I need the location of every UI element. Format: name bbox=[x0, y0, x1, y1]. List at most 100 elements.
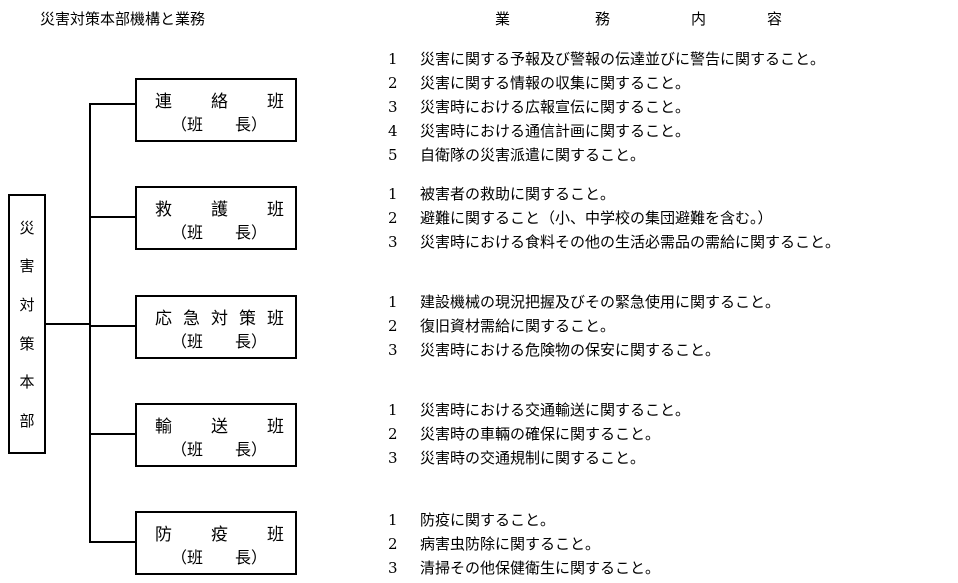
team-name-char: 防 bbox=[155, 525, 172, 545]
duty-item: 1 防疫に関すること。 bbox=[388, 508, 660, 532]
duty-number: 2 bbox=[388, 209, 398, 227]
header-char: 容 bbox=[767, 10, 783, 28]
duty-number: 1 bbox=[388, 185, 398, 203]
headquarters-char: 部 bbox=[19, 412, 35, 431]
team-name-char: 班 bbox=[267, 525, 284, 545]
team-chief-part: 長） bbox=[235, 332, 268, 351]
team-name-char: 対 bbox=[211, 309, 228, 329]
team-chief-part: （班 bbox=[171, 223, 204, 242]
duty-text: 災害時の交通規制に関すること。 bbox=[420, 449, 646, 467]
duty-item: 1 災害に関する予報及び警報の伝達並びに警告に関すること。 bbox=[388, 47, 825, 71]
duty-item: 3 災害時における広報宣伝に関すること。 bbox=[388, 95, 825, 119]
duty-text: 災害時における危険物の保安に関すること。 bbox=[420, 341, 721, 359]
header-char: 内 bbox=[691, 10, 707, 28]
duties-list-liaison: 1 災害に関する予報及び警報の伝達並びに警告に関すること。 2 災害に関する情報の収… bbox=[388, 47, 825, 167]
duty-text: 災害時における食料その他の生活必需品の需給に関すること。 bbox=[420, 233, 841, 251]
duty-item: 2 病害虫防除に関すること。 bbox=[388, 532, 660, 556]
team-name-char: 班 bbox=[267, 309, 284, 329]
duty-text: 建設機械の現況把握及びその緊急使用に関すること。 bbox=[420, 293, 781, 311]
team-name-char: 絡 bbox=[211, 92, 228, 112]
duty-text: 災害時における広報宣伝に関すること。 bbox=[420, 98, 691, 116]
duty-number: 1 bbox=[388, 401, 398, 419]
duty-text: 災害時の車輛の確保に関すること。 bbox=[420, 425, 661, 443]
team-box-epidemic-prevention: 防 疫 班 （班 長） bbox=[135, 511, 297, 575]
trunk-line bbox=[89, 103, 91, 542]
duty-number: 4 bbox=[388, 122, 398, 140]
duty-text: 復旧資材需給に関すること。 bbox=[420, 317, 616, 335]
duty-text: 防疫に関すること。 bbox=[420, 511, 556, 529]
header-char: 業 bbox=[495, 10, 511, 28]
duty-text: 被害者の救助に関すること。 bbox=[420, 185, 616, 203]
duty-item: 3 災害時における食料その他の生活必需品の需給に関すること。 bbox=[388, 230, 840, 254]
branch-line bbox=[89, 541, 135, 543]
duty-number: 3 bbox=[388, 233, 398, 251]
duty-number: 3 bbox=[388, 341, 398, 359]
team-chief-part: （班 bbox=[171, 548, 204, 567]
duty-text: 病害虫防除に関すること。 bbox=[420, 535, 601, 553]
duty-item: 1 建設機械の現況把握及びその緊急使用に関すること。 bbox=[388, 290, 780, 314]
duty-text: 災害時における交通輸送に関すること。 bbox=[420, 401, 691, 419]
team-box-emergency: 応 急 対 策 班 （班 長） bbox=[135, 295, 297, 359]
team-chief-part: 長） bbox=[235, 223, 268, 242]
team-name-char: 急 bbox=[183, 309, 200, 329]
team-name-char: 救 bbox=[155, 200, 172, 220]
team-chief-part: （班 bbox=[171, 115, 204, 134]
team-chief-part: 長） bbox=[235, 440, 268, 459]
team-box-transport: 輸 送 班 （班 長） bbox=[135, 403, 297, 467]
duty-item: 1 災害時における交通輸送に関すること。 bbox=[388, 398, 690, 422]
headquarters-char: 害 bbox=[19, 257, 35, 276]
team-name: 防 疫 班 bbox=[155, 520, 284, 545]
duty-item: 2 災害に関する情報の収集に関すること。 bbox=[388, 71, 825, 95]
duty-number: 1 bbox=[388, 293, 398, 311]
duty-item: 3 清掃その他保健衛生に関すること。 bbox=[388, 556, 660, 580]
branch-line bbox=[89, 325, 135, 327]
headquarters-char: 対 bbox=[19, 296, 35, 315]
duty-number: 2 bbox=[388, 535, 398, 553]
team-name-char: 班 bbox=[267, 200, 284, 220]
team-name-char: 護 bbox=[211, 200, 228, 220]
headquarters-char: 策 bbox=[19, 334, 35, 353]
duty-text: 災害に関する予報及び警報の伝達並びに警告に関すること。 bbox=[420, 50, 826, 68]
branch-line bbox=[89, 433, 135, 435]
team-chief-part: （班 bbox=[171, 332, 204, 351]
chart-title: 災害対策本部機構と業務 bbox=[40, 10, 206, 28]
team-box-liaison: 連 絡 班 （班 長） bbox=[135, 78, 297, 142]
duty-text: 清掃その他保健衛生に関すること。 bbox=[420, 559, 661, 577]
branch-line bbox=[89, 216, 135, 218]
team-name-char: 輸 bbox=[155, 417, 172, 437]
duty-number: 3 bbox=[388, 559, 398, 577]
team-name-char: 班 bbox=[267, 92, 284, 112]
team-chief-part: 長） bbox=[235, 115, 268, 134]
duty-number: 2 bbox=[388, 74, 398, 92]
team-box-rescue: 救 護 班 （班 長） bbox=[135, 186, 297, 250]
duty-item: 2 復旧資材需給に関すること。 bbox=[388, 314, 780, 338]
team-name: 連 絡 班 bbox=[155, 87, 284, 112]
duty-number: 3 bbox=[388, 98, 398, 116]
duty-number: 1 bbox=[388, 50, 398, 68]
team-chief-part: 長） bbox=[235, 548, 268, 567]
team-name-char: 疫 bbox=[211, 525, 228, 545]
duty-text: 災害時における通信計画に関すること。 bbox=[420, 122, 691, 140]
duty-number: 1 bbox=[388, 511, 398, 529]
duty-number: 3 bbox=[388, 449, 398, 467]
duty-text: 災害に関する情報の収集に関すること。 bbox=[420, 74, 691, 92]
team-name: 応 急 対 策 班 bbox=[155, 304, 284, 329]
duties-list-epidemic-prevention: 1 防疫に関すること。 2 病害虫防除に関すること。 3 清掃その他保健衛生に関するこ… bbox=[388, 508, 660, 580]
team-name: 救 護 班 bbox=[155, 195, 284, 220]
duty-number: 2 bbox=[388, 317, 398, 335]
duty-number: 5 bbox=[388, 146, 398, 164]
duty-item: 3 災害時の交通規制に関すること。 bbox=[388, 446, 690, 470]
team-chief-part: （班 bbox=[171, 440, 204, 459]
duty-item: 3 災害時における危険物の保安に関すること。 bbox=[388, 338, 780, 362]
headquarters-char: 本 bbox=[19, 373, 35, 392]
team-name-char: 策 bbox=[239, 309, 256, 329]
duty-item: 1 被害者の救助に関すること。 bbox=[388, 182, 840, 206]
team-name-char: 連 bbox=[155, 92, 172, 112]
header-char: 務 bbox=[595, 10, 611, 28]
branch-line bbox=[89, 103, 135, 105]
root-connector bbox=[46, 323, 90, 325]
